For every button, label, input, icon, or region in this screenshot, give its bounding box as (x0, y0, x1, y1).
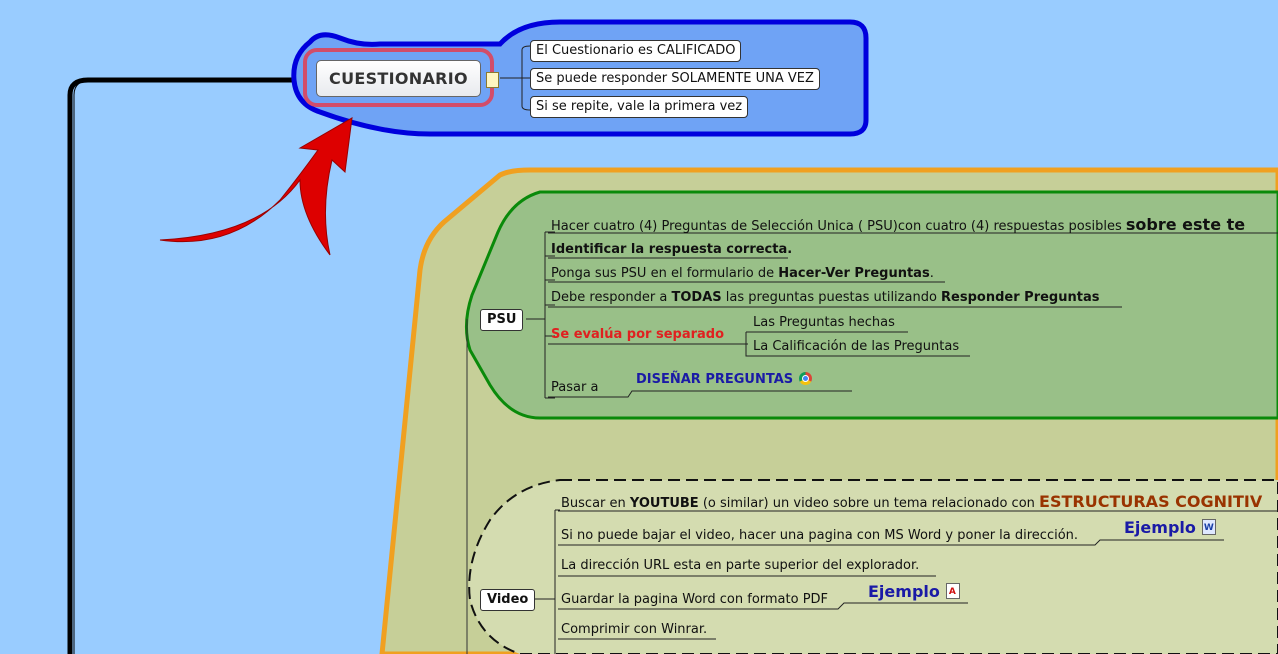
root-note-3-text: Si se repite, vale la primera vez (536, 99, 743, 114)
video-line-1-accent: ESTRUCTURAS COGNITIV (1039, 492, 1263, 511)
video-line-5-text: Comprimir con Winrar. (561, 622, 708, 637)
main-connector-line (67, 77, 316, 654)
video-line-4[interactable]: Guardar la pagina Word con formato PDF (561, 592, 828, 608)
root-node-cuestionario[interactable]: CUESTIONARIO (316, 60, 481, 97)
video-line-1-pre: Buscar en (561, 496, 630, 511)
video-line-3-text: La dirección URL esta en parte superior … (561, 558, 920, 573)
root-label: CUESTIONARIO (329, 69, 468, 88)
video-line-1-mid: (o similar) un video sobre un tema relac… (698, 496, 1040, 511)
psu-node[interactable]: PSU (480, 309, 524, 331)
psu-line-3-bold: Hacer-Ver Preguntas (778, 266, 930, 281)
root-note-3[interactable]: Si se repite, vale la primera vez (530, 96, 749, 118)
ejemplo-pdf-link[interactable]: Ejemplo (868, 583, 960, 600)
root-note-1[interactable]: El Cuestionario es CALIFICADO (530, 40, 742, 62)
root-note-2-text: Se puede responder SOLAMENTE UNA VEZ (536, 71, 814, 86)
psu-line-2[interactable]: Identificar la respuesta correcta. (551, 242, 792, 258)
psu-node-label: PSU (487, 312, 517, 327)
psu-separado-label: Se evalúa por separado (551, 327, 725, 342)
psu-separado-item-1-text: Las Preguntas hechas (753, 315, 895, 330)
psu-separado-item-1[interactable]: Las Preguntas hechas (753, 315, 895, 331)
video-line-2[interactable]: Si no puede bajar el video, hacer una pa… (561, 528, 1078, 544)
psu-line-2-text: Identificar la respuesta correcta. (551, 242, 793, 257)
psu-line-3-pre: Ponga sus PSU en el formulario de (551, 266, 779, 281)
word-doc-icon (1201, 519, 1216, 536)
psu-line-4[interactable]: Debe responder a TODAS las preguntas pue… (551, 290, 1099, 306)
chrome-icon (799, 372, 813, 385)
psu-line-1[interactable]: Hacer cuatro (4) Preguntas de Selección … (551, 217, 1245, 235)
psu-line-4-pre: Debe responder a (551, 290, 672, 305)
main-connector-thin (73, 79, 320, 654)
root-note-2[interactable]: Se puede responder SOLAMENTE UNA VEZ (530, 68, 820, 90)
psu-underlines (548, 232, 1278, 398)
pdf-doc-icon (945, 583, 960, 600)
video-underlines (558, 510, 1278, 640)
video-line-3[interactable]: La dirección URL esta en parte superior … (561, 558, 919, 574)
root-note-1-text: El Cuestionario es CALIFICADO (536, 43, 736, 58)
psu-line-4-mid: las preguntas puestas utilizando (721, 290, 942, 305)
video-line-4-text: Guardar la pagina Word con formato PDF (561, 592, 829, 607)
psu-separado-item-2-text: La Calificación de las Preguntas (753, 339, 960, 354)
disenar-preguntas-link[interactable]: DISEÑAR PREGUNTAS (636, 372, 813, 388)
video-line-2-text: Si no puede bajar el video, hacer una pa… (561, 528, 1079, 543)
psu-line-3[interactable]: Ponga sus PSU en el formulario de Hacer-… (551, 266, 934, 282)
psu-line-4-bold1: TODAS (671, 290, 722, 305)
root-notes-bracket (500, 45, 531, 111)
red-arrow (159, 117, 353, 256)
video-node[interactable]: Video (480, 589, 536, 611)
psu-line-1-bold: sobre este te (1125, 215, 1246, 234)
disenar-preguntas-label: DISEÑAR PREGUNTAS (636, 372, 794, 387)
psu-bracket (526, 231, 555, 399)
video-bracket (535, 509, 560, 654)
psu-separado-item-2[interactable]: La Calificación de las Preguntas (753, 339, 959, 355)
ejemplo-word-link[interactable]: Ejemplo (1124, 519, 1216, 536)
video-boundary (468, 479, 1278, 654)
psu-line-4-bold2: Responder Preguntas (941, 290, 1100, 305)
note-icon[interactable] (486, 72, 499, 88)
psu-pasar: Pasar a (551, 380, 598, 396)
video-line-5[interactable]: Comprimir con Winrar. (561, 622, 707, 638)
video-line-1[interactable]: Buscar en YOUTUBE (o similar) un video s… (561, 494, 1262, 512)
video-line-1-bold: YOUTUBE (629, 496, 699, 511)
ejemplo-pdf-label: Ejemplo (868, 582, 940, 601)
psu-line-1-text: Hacer cuatro (4) Preguntas de Selección … (551, 219, 1126, 234)
psu-pasar-label: Pasar a (551, 380, 599, 395)
video-node-label: Video (487, 592, 529, 607)
ejemplo-word-label: Ejemplo (1124, 518, 1196, 537)
psu-separado[interactable]: Se evalúa por separado (551, 327, 724, 343)
psu-line-3-post: . (929, 266, 934, 281)
